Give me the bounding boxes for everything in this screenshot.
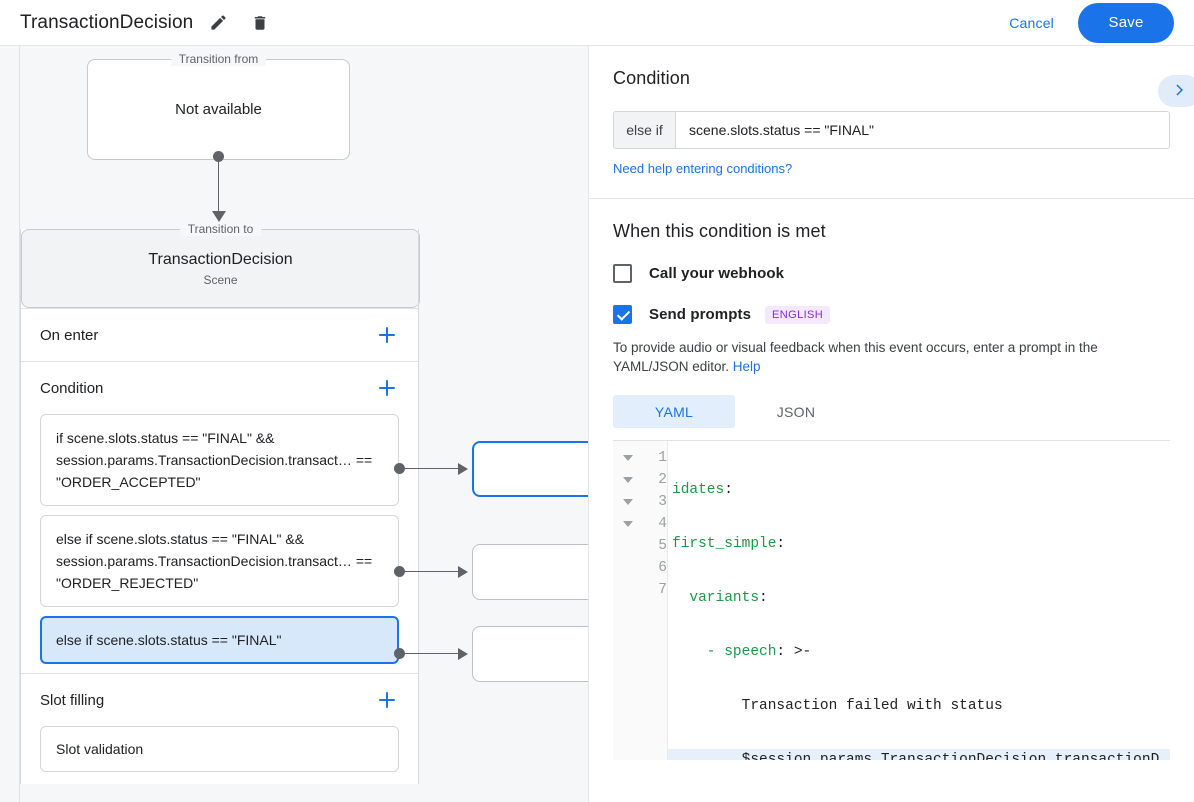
line-number: 2 (658, 472, 667, 488)
condition-card-order-rejected[interactable]: else if scene.slots.status == "FINAL" &&… (40, 515, 399, 607)
save-button[interactable]: Save (1078, 2, 1174, 43)
flow-canvas: Transition from Not available Transition… (0, 46, 588, 802)
code-line: variants: (672, 590, 768, 606)
editor-fold-column (613, 441, 643, 760)
condition-card-order-accepted[interactable]: if scene.slots.status == "FINAL" && sess… (40, 414, 399, 506)
chevron-down-icon (623, 455, 633, 461)
section-label-condition: Condition (40, 379, 104, 397)
fold-toggle-4[interactable] (613, 513, 643, 535)
condition-card-final-selected[interactable]: else if scene.slots.status == "FINAL" (40, 616, 399, 664)
send-prompts-label: Send prompts (649, 306, 752, 323)
send-prompts-row[interactable]: Send prompts ENGLISH (613, 305, 1170, 324)
section-slot-filling: Slot filling Slot validation (21, 673, 418, 772)
code-line: Transaction failed with status (672, 698, 1003, 714)
add-slot-filling-button[interactable] (375, 688, 399, 712)
connector-arrow-3 (458, 648, 468, 660)
trash-icon (251, 14, 269, 32)
transition-target-box-2[interactable] (472, 544, 588, 600)
scene-type: Scene (203, 272, 238, 287)
slot-validation-card[interactable]: Slot validation (40, 726, 399, 772)
transition-target-box-1[interactable] (472, 441, 588, 497)
fold-toggle-2[interactable] (613, 469, 643, 491)
send-prompts-checkbox[interactable] (613, 305, 632, 324)
pencil-icon (209, 13, 228, 32)
section-on-enter: On enter (21, 308, 418, 361)
condition-help-link[interactable]: Need help entering conditions? (613, 161, 793, 176)
condition-expression-input[interactable] (676, 112, 1169, 148)
panel-when-met-section: When this condition is met Call your web… (589, 199, 1194, 760)
section-condition: Condition if scene.slots.status == "FINA… (21, 361, 418, 664)
fold-toggle-1[interactable] (613, 447, 643, 469)
add-on-enter-button[interactable] (375, 323, 399, 347)
line-number: 7 (658, 582, 667, 598)
connector-line-1 (399, 468, 461, 469)
chevron-right-icon (1171, 81, 1189, 102)
transition-target-box-3[interactable] (472, 626, 588, 682)
transition-to-legend: Transition to (179, 222, 262, 236)
scene-card: Transition to TransactionDecision Scene … (20, 222, 420, 784)
line-number: 4 (658, 516, 667, 532)
code-line: idates: (672, 482, 733, 498)
fold-toggle-3[interactable] (613, 491, 643, 513)
scene-name: TransactionDecision (148, 250, 293, 268)
transition-from-value: Not available (175, 101, 262, 118)
chevron-down-icon (623, 477, 633, 483)
expand-panel-button[interactable] (1158, 75, 1194, 107)
condition-prefix-label: else if (614, 112, 676, 148)
line-number: 3 (658, 494, 667, 510)
prompts-helper-text: To provide audio or visual feedback when… (613, 338, 1170, 376)
fold-spacer-6 (613, 557, 643, 579)
webhook-row[interactable]: Call your webhook (613, 264, 1170, 283)
condition-input-row: else if (613, 111, 1170, 149)
condition-detail-panel: Condition else if Need help entering con… (588, 46, 1194, 802)
fold-spacer-5 (613, 535, 643, 557)
canvas-right-divider (418, 229, 419, 739)
cancel-button[interactable]: Cancel (995, 7, 1068, 39)
editor-line-numbers: 1 2 3 4 5 6 7 (643, 441, 668, 760)
connector-line-2 (399, 571, 461, 572)
line-number: 5 (658, 538, 667, 554)
transition-from-box[interactable]: Transition from Not available (87, 52, 350, 160)
panel-condition-section: Condition else if Need help entering con… (589, 46, 1194, 198)
connector-line-3 (399, 653, 461, 654)
top-bar: TransactionDecision Cancel Save (0, 0, 1194, 46)
add-condition-button[interactable] (375, 376, 399, 400)
line-number: 6 (658, 560, 667, 576)
flow-arrow-line (218, 156, 219, 218)
section-label-slot-filling: Slot filling (40, 691, 105, 709)
yaml-editor[interactable]: 1 2 3 4 5 6 7 idates: first_simple: vari… (613, 440, 1170, 760)
transition-from-legend: Transition from (170, 52, 267, 66)
edit-button[interactable] (201, 6, 235, 40)
call-webhook-label: Call your webhook (649, 265, 785, 282)
canvas-left-divider (19, 46, 20, 802)
transition-to-box[interactable]: Transition to TransactionDecision Scene (21, 222, 420, 308)
section-header-on-enter: On enter (40, 309, 399, 361)
call-webhook-checkbox[interactable] (613, 264, 632, 283)
page-title: TransactionDecision (20, 11, 194, 33)
panel-title: Condition (613, 68, 690, 88)
when-met-title: When this condition is met (613, 221, 826, 241)
editor-code-area[interactable]: idates: first_simple: variants: - speech… (668, 441, 1170, 760)
connector-arrow-2 (458, 566, 468, 578)
language-badge: ENGLISH (765, 305, 831, 324)
code-line-active: $session.params.TransactionDecision.tran… (668, 749, 1170, 760)
tab-json[interactable]: JSON (776, 403, 816, 420)
line-number: 1 (658, 450, 667, 466)
fold-spacer-7 (613, 579, 643, 601)
flow-arrow-head (212, 211, 226, 222)
section-label-on-enter: On enter (40, 326, 99, 344)
code-line: first_simple: (672, 536, 786, 552)
chevron-down-icon (623, 521, 633, 527)
section-header-condition: Condition (40, 362, 399, 414)
tab-yaml[interactable]: YAML (613, 395, 735, 428)
editor-format-tabs: YAML JSON (613, 395, 1170, 428)
prompts-help-link[interactable]: Help (732, 359, 761, 374)
chevron-down-icon (623, 499, 633, 505)
delete-button[interactable] (243, 6, 277, 40)
prompts-helper-body: To provide audio or visual feedback when… (613, 340, 1098, 374)
code-line: - speech: >- (672, 644, 812, 660)
section-header-slot-filling: Slot filling (40, 674, 399, 726)
panel-divider (589, 198, 1194, 199)
connector-arrow-1 (458, 463, 468, 475)
